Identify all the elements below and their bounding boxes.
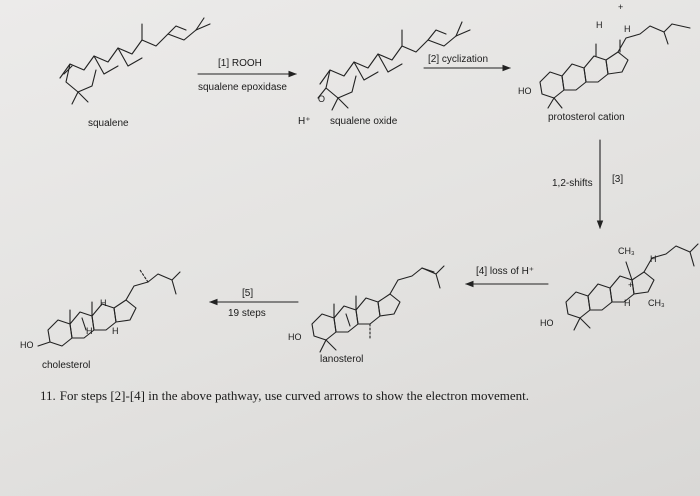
step3-label: 1,2-shifts <box>552 178 593 189</box>
protosterol-h-2: H <box>624 24 631 34</box>
step4-label: [4] loss of H⁺ <box>476 266 535 277</box>
cholesterol-h-1: H <box>100 298 107 308</box>
protosterol-cation-structure <box>539 23 691 109</box>
shifted-ch3-bottom: CH₃ <box>648 298 665 308</box>
shifted-ho: HO <box>540 318 554 328</box>
cholesterol-h-3: H <box>112 326 119 336</box>
step2-label: [2] cyclization <box>428 54 489 65</box>
epoxide-oxygen: O <box>318 94 326 104</box>
step1-reagent: [1] ROOH <box>218 58 262 69</box>
step1-enzyme: squalene epoxidase <box>198 82 287 93</box>
shifted-h-top: H <box>650 254 657 264</box>
question-text: For steps [2]-[4] in the above pathway, … <box>59 388 529 403</box>
question-11: 11.For steps [2]-[4] in the above pathwa… <box>40 388 529 404</box>
protosterol-ho: HO <box>518 86 532 96</box>
step3-number: [3] <box>612 174 624 185</box>
question-number: 11. <box>40 388 56 403</box>
cholesterol-h-2: H <box>86 326 93 336</box>
lanosterol-label: lanosterol <box>320 354 364 365</box>
shifted-h-bottom: H <box>624 298 631 308</box>
cholesterol-ho: HO <box>20 340 34 350</box>
lanosterol-ho: HO <box>288 332 302 342</box>
cholesterol-structure <box>37 269 181 347</box>
shifted-cation-structure <box>565 243 699 331</box>
shifted-ch3-top: CH₃ <box>618 246 635 256</box>
protosterol-h-1: H <box>596 20 603 30</box>
step5-label: 19 steps <box>228 308 266 319</box>
step5-number: [5] <box>242 288 254 299</box>
squalene-oxide-label: squalene oxide <box>330 116 398 127</box>
protosterol-cation-label: protosterol cation <box>548 112 625 123</box>
shifted-plus: + <box>628 280 634 290</box>
cholesterol-label: cholesterol <box>42 360 91 371</box>
lanosterol-structure <box>311 265 445 353</box>
squalene-oxide-structure <box>317 21 471 111</box>
squalene-label: squalene <box>88 118 129 129</box>
protosterol-plus: + <box>618 2 624 12</box>
squalene-structure <box>59 17 211 105</box>
step1-acid: H⁺ <box>298 116 311 127</box>
